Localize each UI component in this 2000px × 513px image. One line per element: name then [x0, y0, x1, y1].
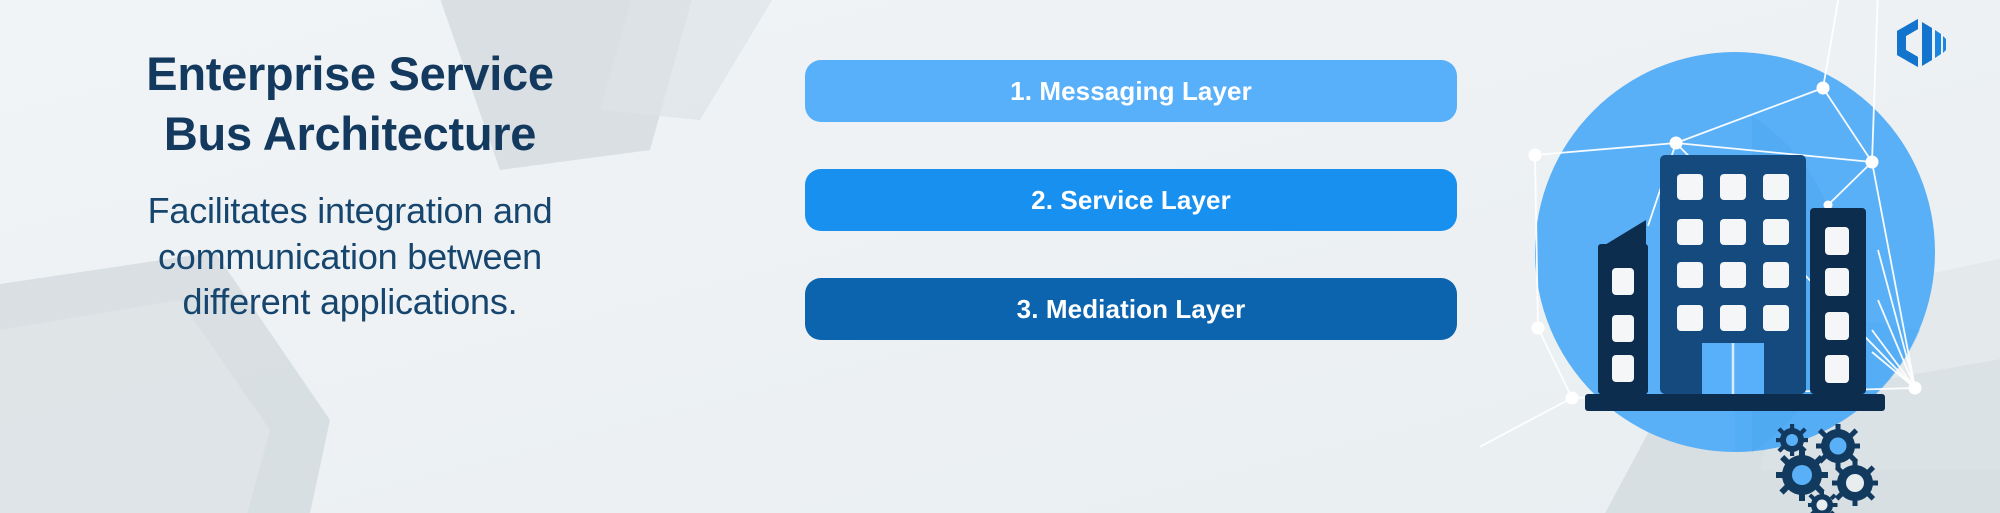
hexagon-logo-icon[interactable] — [1888, 14, 1952, 78]
building-network-illustration — [1480, 0, 1935, 513]
layer-item-label: 2. Service Layer — [1031, 184, 1231, 215]
gear-medium-lower-right — [1832, 460, 1878, 506]
logo-bar-3 — [1943, 36, 1946, 53]
logo-bracket-fill — [1897, 19, 1918, 67]
logo-bar-1 — [1922, 22, 1932, 66]
layer-item-label: 3. Mediation Layer — [1016, 293, 1246, 324]
gears-cluster — [1776, 424, 1878, 513]
layer-item-messaging[interactable]: 1. Messaging Layer — [805, 60, 1457, 122]
layer-item-mediation[interactable]: 3. Mediation Layer — [805, 278, 1457, 340]
page-subtitle-line-2: communication between — [157, 235, 542, 277]
gear-medium-upper-right — [1816, 424, 1860, 468]
bg-polygon-top-2 — [600, 0, 772, 120]
page-subtitle-line-3: different applications. — [182, 281, 518, 323]
building-right-wing — [1810, 208, 1866, 394]
headline-block: Enterprise Service Bus Architecture Faci… — [60, 44, 640, 384]
layer-item-label: 1. Messaging Layer — [1010, 75, 1252, 106]
building-right-windows — [1825, 227, 1849, 383]
page-title-line-2: Bus Architecture — [163, 107, 537, 161]
page-title-line-1: Enterprise Service — [146, 47, 554, 100]
network-nodes — [1528, 81, 1922, 405]
gear-small-top — [1776, 424, 1808, 456]
layer-list: 1. Messaging Layer 2. Service Layer 3. M… — [805, 60, 1457, 340]
logo-bar-2 — [1935, 30, 1941, 58]
building-left-windows — [1612, 268, 1634, 382]
building-base — [1585, 394, 1885, 411]
page-subtitle: Facilitates integration and communicatio… — [80, 188, 620, 324]
building-main-windows — [1677, 174, 1789, 331]
gear-small-bottom — [1808, 491, 1838, 513]
building-left-wing-slope — [1600, 220, 1646, 250]
page-subtitle-line-1: Facilitates integration and — [147, 190, 553, 232]
page-title: Enterprise Service Bus Architecture — [90, 44, 610, 164]
bg-polygon-left-2 — [0, 300, 270, 513]
layer-item-service[interactable]: 2. Service Layer — [805, 169, 1457, 231]
